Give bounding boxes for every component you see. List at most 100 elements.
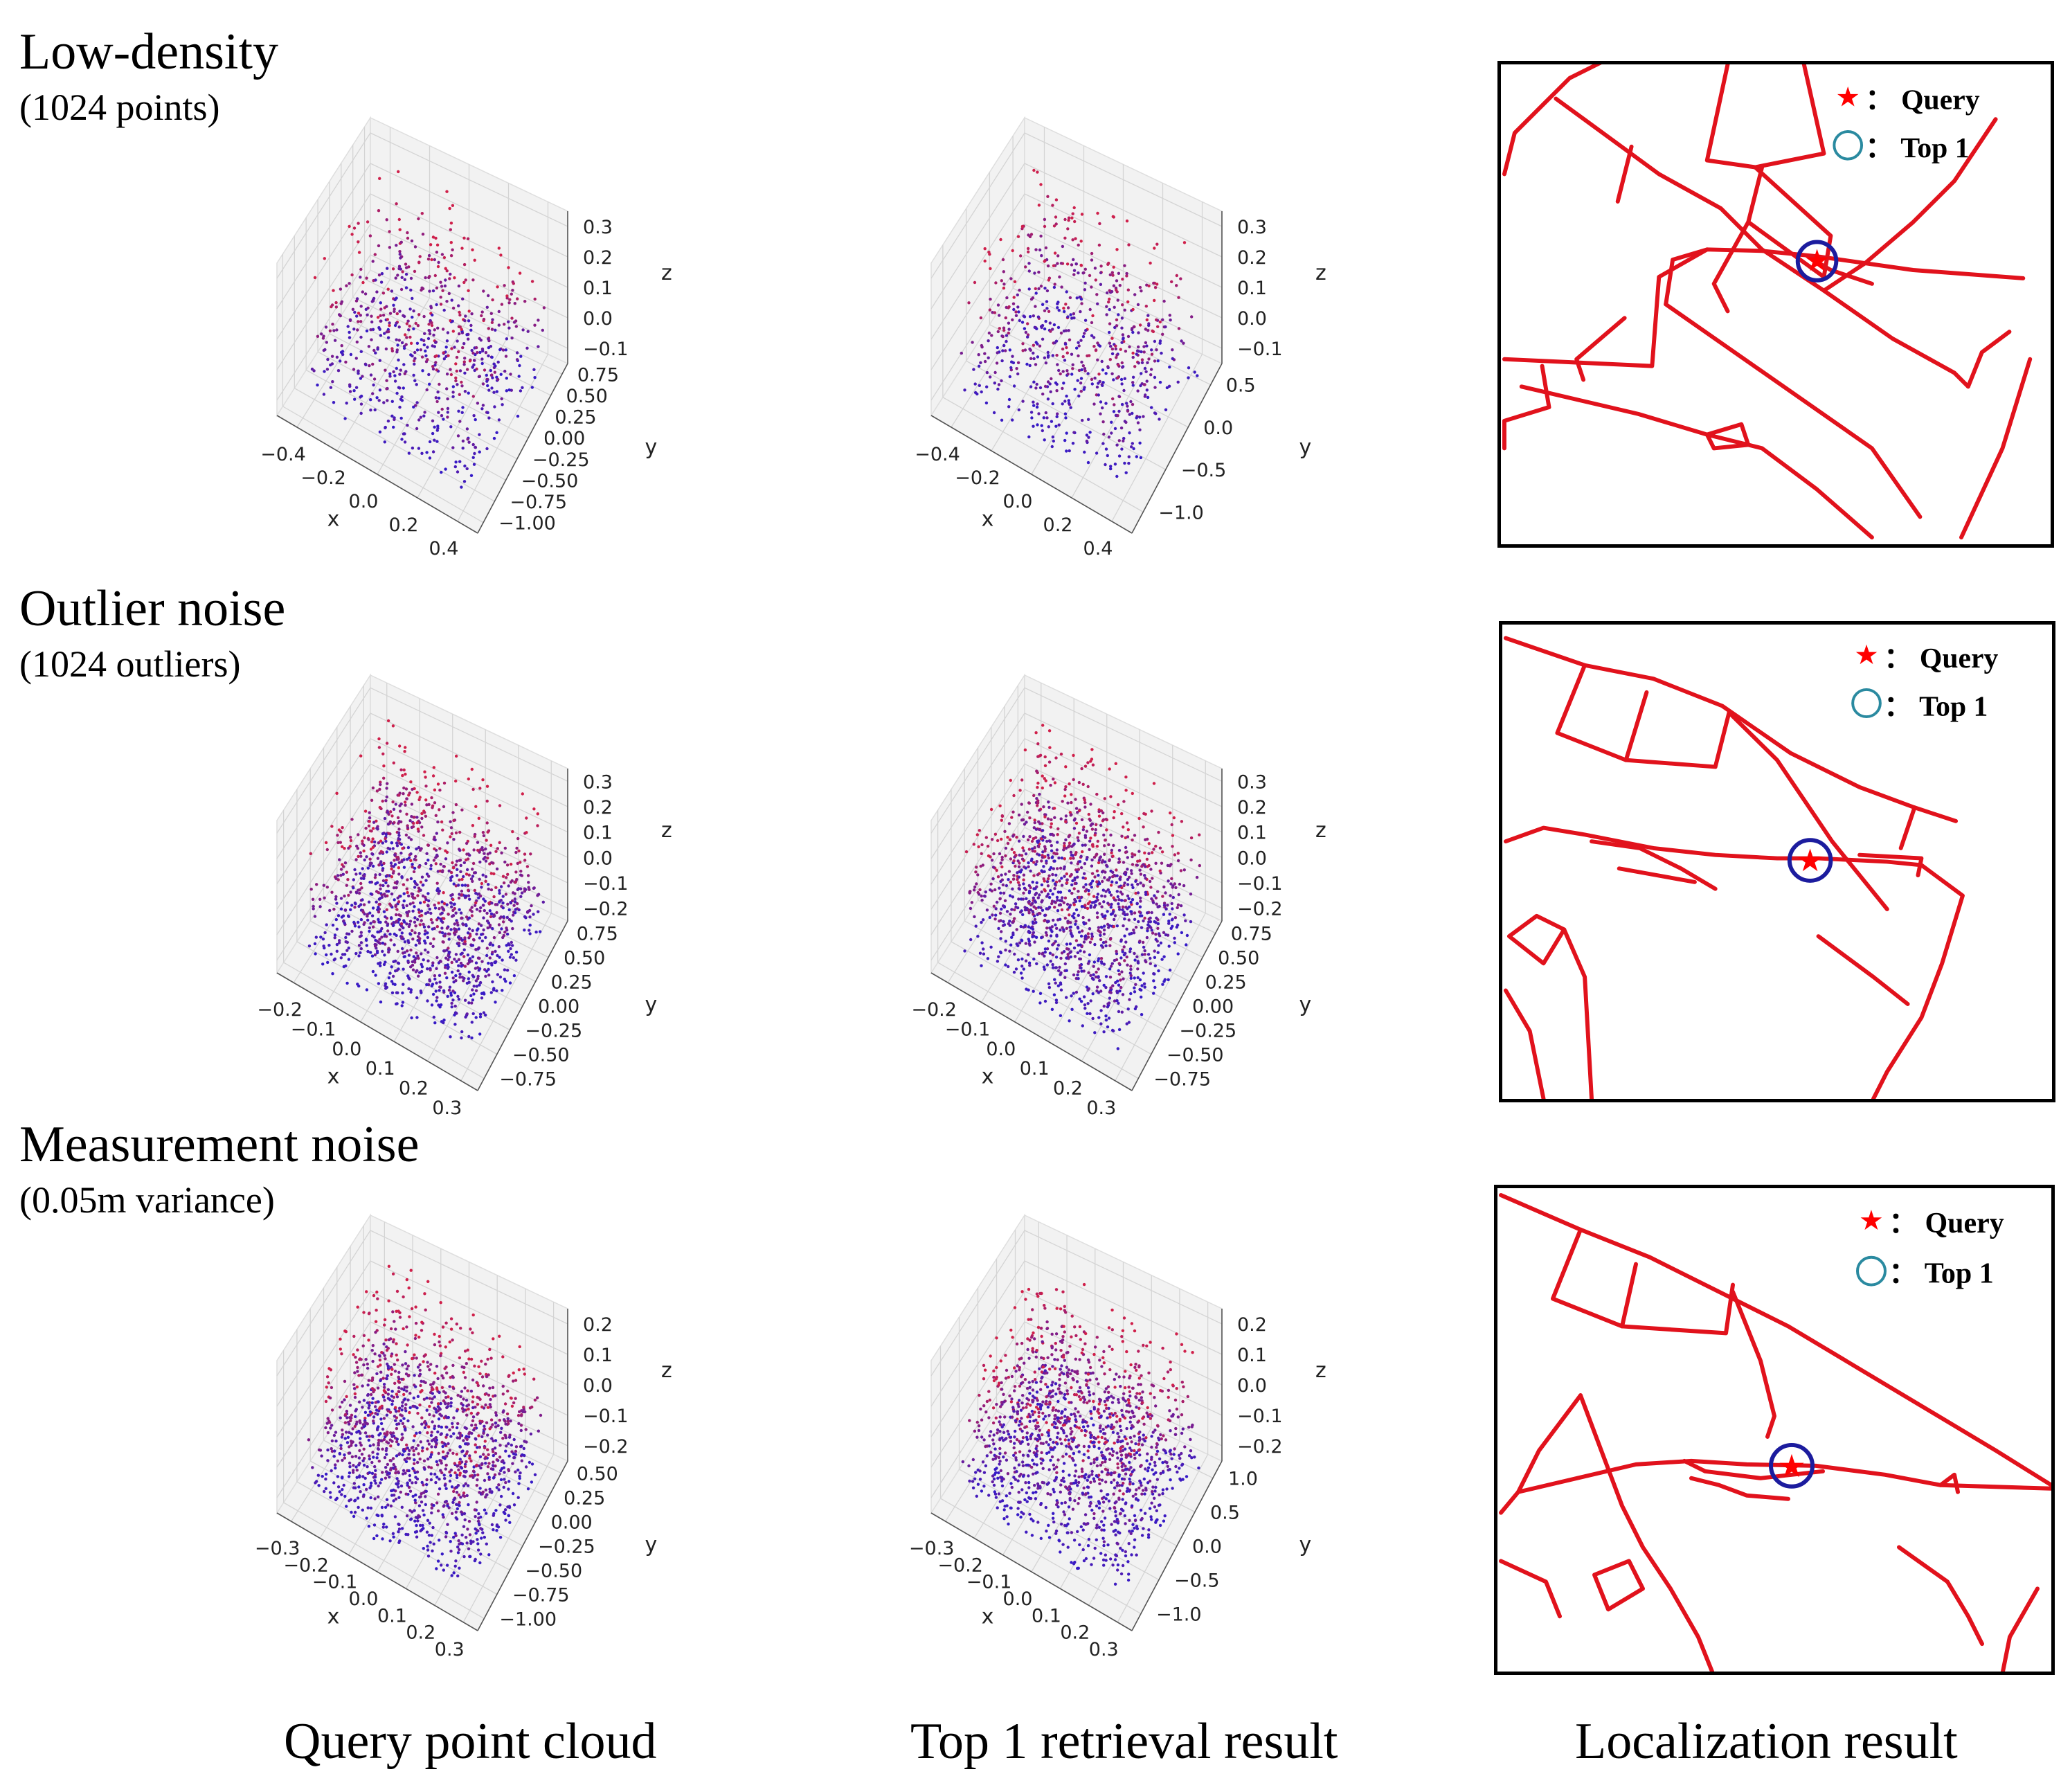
z-tick-label: −0.2 [583,899,629,920]
x-tick-label: 0.2 [1053,1078,1083,1100]
x-tick-label: −0.1 [966,1572,1012,1593]
y-tick-label: 0.25 [551,972,593,994]
x-axis-label: x [327,508,340,532]
retrieval-point-cloud-plot-low-density: −0.4−0.20.00.20.4−1.0−0.50.00.5−0.10.00.… [915,116,1326,559]
x-axis-label: x [982,1065,994,1089]
y-axis-label: y [645,1532,658,1557]
z-tick-label: −0.1 [583,873,629,895]
x-axis-label: x [327,1065,340,1089]
z-tick-label: 0.2 [1237,1314,1267,1336]
y-tick-label: −0.50 [512,1045,570,1066]
x-tick-label: −0.3 [909,1538,955,1559]
y-tick-label: −0.25 [1179,1021,1236,1042]
legend-circle-icon [1833,130,1864,161]
y-tick-label: −0.5 [1174,1570,1220,1592]
x-tick-label: 0.3 [432,1097,462,1119]
x-tick-label: −0.2 [300,467,346,489]
row-subtitle-measurement-noise: (0.05m variance) [19,1179,275,1221]
z-tick-label: 0.1 [583,823,613,844]
y-tick-label: 0.50 [566,386,608,407]
y-tick-label: −0.25 [532,449,590,471]
x-tick-label: −0.3 [255,1538,300,1559]
x-tick-label: 0.3 [1086,1097,1116,1119]
legend-top1-label: ： Top 1 [1865,132,1970,164]
row-title-low-density: Low-density [19,24,279,80]
z-tick-label: 0.2 [583,797,613,818]
row-title-outlier-noise: Outlier noise [19,580,286,637]
y-tick-label: −1.00 [498,513,556,535]
y-tick-label: 0.00 [538,996,579,1018]
z-tick-label: −0.2 [1237,899,1283,920]
y-tick-label: 0.50 [1218,948,1259,969]
z-tick-label: 0.0 [1237,308,1267,330]
y-tick-label: 0.0 [1203,418,1233,439]
x-tick-label: 0.0 [1003,1588,1033,1610]
x-tick-label: −0.1 [291,1019,336,1041]
z-tick-label: −0.1 [583,339,629,360]
z-tick-label: 0.0 [1237,1375,1267,1397]
x-tick-label: 0.4 [429,538,459,559]
y-tick-label: −1.0 [1156,1604,1202,1626]
y-axis-label: y [1299,992,1312,1016]
z-tick-label: 0.0 [583,308,613,330]
x-tick-label: −0.2 [257,999,303,1021]
y-tick-label: −0.75 [512,1585,570,1606]
z-tick-label: 0.3 [1237,771,1267,793]
caption-query-point-cloud: Query point cloud [284,1713,657,1770]
retrieval-point-cloud-plot-outlier-noise: −0.2−0.10.00.10.20.3−0.75−0.50−0.250.000… [911,673,1326,1119]
z-tick-label: 0.2 [1237,247,1267,269]
x-tick-label: 0.1 [1020,1058,1050,1079]
query-star-icon: ★ [1803,244,1830,278]
y-tick-label: 0.25 [1205,972,1247,994]
top1-circle-icon [1769,1442,1815,1489]
x-tick-label: 0.1 [366,1058,395,1079]
query-point-cloud-plot-measurement-noise: −0.3−0.2−0.10.00.10.20.3−1.00−0.75−0.50−… [255,1213,672,1660]
legend-query-label: ： Query [1865,84,1980,116]
y-axis-label: y [1299,435,1312,459]
y-tick-label: 1.0 [1228,1469,1258,1490]
legend-star-icon: ★ [1835,82,1860,114]
y-tick-label: 0.50 [577,1464,618,1485]
point-cloud [307,1264,543,1578]
legend-circle-icon [1856,1255,1887,1287]
point-cloud [961,1282,1200,1586]
y-tick-label: 0.75 [577,364,619,386]
x-tick-label: 0.0 [332,1039,361,1060]
z-axis-label: z [1315,818,1326,843]
x-tick-label: 0.4 [1083,538,1113,559]
x-tick-label: 0.1 [377,1605,407,1627]
y-tick-label: −0.50 [1167,1045,1224,1066]
y-tick-label: −0.25 [538,1536,595,1558]
query-point-cloud-plot-low-density: −0.4−0.20.00.20.4−1.00−0.75−0.50−0.250.0… [260,116,672,559]
x-tick-label: −0.1 [312,1572,358,1593]
x-tick-label: −0.2 [911,999,957,1021]
road-network [1499,1192,2051,1672]
y-tick-label: −1.00 [499,1609,557,1631]
legend-star-icon: ★ [1854,639,1879,671]
y-tick-label: −1.0 [1158,502,1204,523]
y-tick-label: 0.75 [577,924,618,945]
x-tick-label: 0.0 [986,1039,1016,1060]
x-tick-label: 0.2 [1060,1622,1090,1644]
z-tick-label: 0.2 [583,247,613,269]
x-tick-label: 0.3 [435,1639,465,1660]
localization-map-measurement-noise: ★ ★ ： Query ： Top 1 [1494,1185,2055,1675]
z-tick-label: 0.1 [1237,278,1267,299]
z-tick-label: 0.1 [583,278,613,299]
top1-circle-icon [1787,838,1833,883]
x-tick-label: 0.3 [1089,1639,1119,1660]
row-subtitle-outlier-noise: (1024 outliers) [19,643,241,685]
top1-circle-icon [1795,240,1839,283]
y-axis-label: y [645,435,658,459]
row-subtitle-low-density: (1024 points) [19,87,220,128]
y-axis-label: y [645,992,658,1016]
y-tick-label: 0.5 [1226,375,1256,397]
y-tick-label: −0.75 [1153,1069,1211,1091]
localization-map-low-density: ★ ★ ： Query ： Top 1 [1497,61,2054,548]
x-tick-label: 0.0 [1003,491,1033,512]
z-tick-label: −0.1 [583,1406,629,1427]
x-tick-label: 0.1 [1032,1605,1061,1627]
point-cloud [310,170,546,489]
localization-map-outlier-noise: ★ ★ ： Query ： Top 1 [1499,621,2055,1102]
z-tick-label: 0.0 [583,1375,613,1397]
